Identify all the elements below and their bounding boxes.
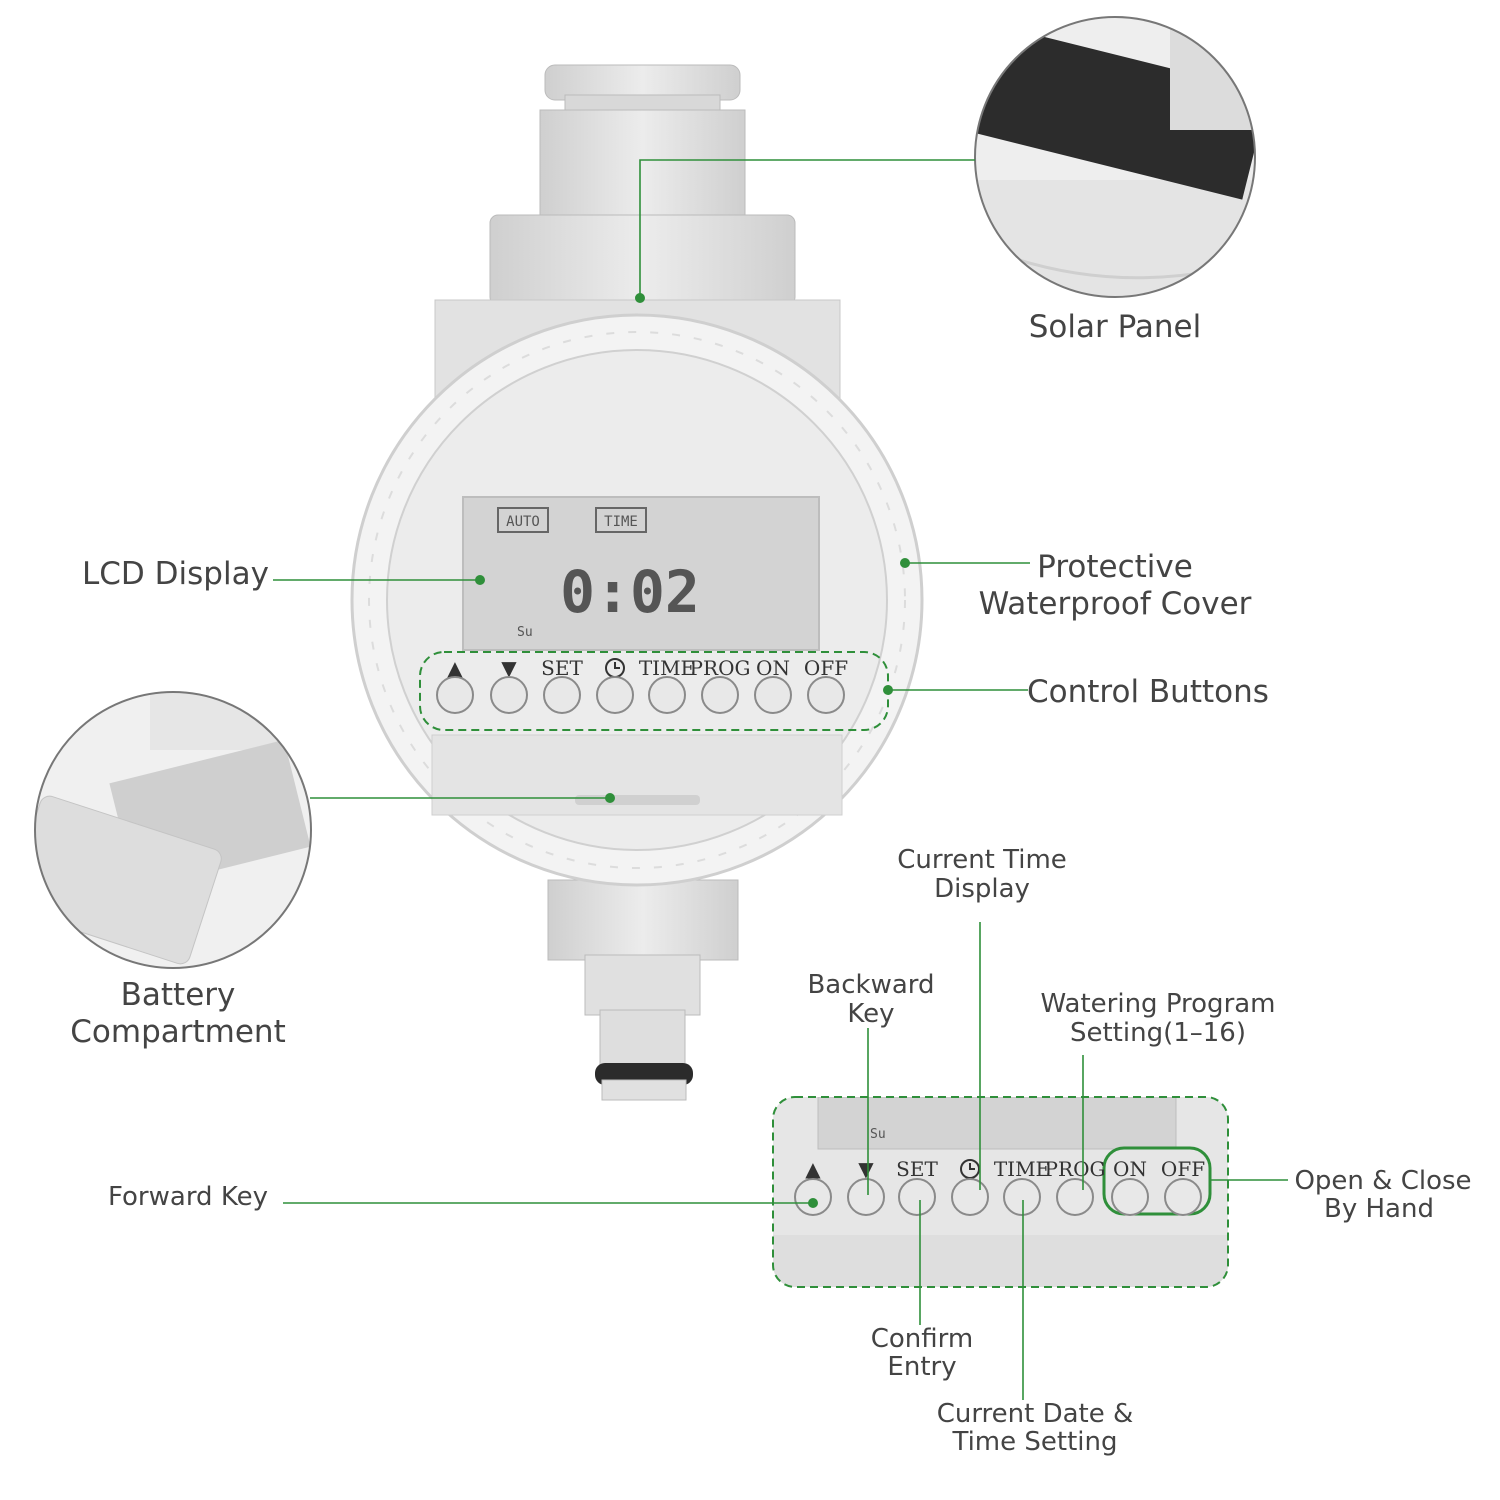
battery-inset: Battery Compartment: [34, 691, 312, 1050]
open-close-label-1: Open & Close: [1294, 1166, 1471, 1196]
callout-leaders: [273, 159, 1288, 1400]
battery-label-1: Battery: [121, 977, 236, 1013]
main-up-button[interactable]: [436, 676, 474, 714]
main-set-button[interactable]: [543, 676, 581, 714]
zoom-down-button[interactable]: [847, 1178, 885, 1216]
solar-panel-inset: Solar Panel: [974, 16, 1256, 345]
current-time-label-2: Display: [934, 874, 1030, 904]
zoom-time-label: TIME: [994, 1157, 1050, 1181]
zoom-set-label: SET: [896, 1157, 938, 1181]
confirm-entry-label-2: Entry: [887, 1352, 956, 1382]
date-time-setting-label-2: Time Setting: [952, 1427, 1118, 1457]
main-time-button[interactable]: [648, 676, 686, 714]
zoom-off-button[interactable]: [1164, 1178, 1202, 1216]
main-set-label: SET: [541, 656, 583, 680]
main-clock-button[interactable]: [596, 676, 634, 714]
open-close-label-2: By Hand: [1324, 1194, 1434, 1224]
forward-key-label: Forward Key: [108, 1182, 268, 1212]
on-off-highlight: [1102, 1146, 1212, 1216]
zoom-clock-button[interactable]: [951, 1178, 989, 1216]
zoom-time-button[interactable]: [1003, 1178, 1041, 1216]
main-up-label: ▲: [447, 656, 463, 680]
zoom-on-button[interactable]: [1111, 1178, 1149, 1216]
date-time-setting-label-1: Current Date &: [937, 1399, 1134, 1429]
main-prog-button[interactable]: [701, 676, 739, 714]
protective-cover-label-1: Protective: [1037, 549, 1193, 585]
zoom-prog-label: PROG: [1045, 1157, 1106, 1181]
inlet-collar: [489, 214, 796, 306]
outlet-nut: [547, 879, 739, 961]
watering-program-label-2: Setting(1–16): [1070, 1018, 1246, 1048]
battery-label-2: Compartment: [70, 1014, 285, 1050]
confirm-entry-label-1: Confirm: [871, 1324, 973, 1354]
lcd-time-readout: 0:02: [560, 558, 700, 626]
control-buttons-label: Control Buttons: [1027, 674, 1269, 710]
zoom-on-label: ON: [1113, 1157, 1147, 1181]
lcd-screen: [462, 496, 820, 651]
watering-program-label-1: Watering Program: [1040, 989, 1275, 1019]
callout-labels: LCD Display Protective Waterproof Cover …: [82, 549, 1472, 1457]
inlet-nut: [539, 109, 746, 221]
backward-key-label-2: Key: [847, 999, 894, 1029]
current-time-label-1: Current Time: [897, 845, 1067, 875]
lcd-time-indicator: TIME: [604, 514, 638, 530]
zoom-lcd-day: Su: [870, 1127, 886, 1142]
backward-key-label-1: Backward: [807, 970, 934, 1000]
zoom-prog-button[interactable]: [1056, 1178, 1094, 1216]
lcd-day: Su: [517, 625, 533, 640]
zoom-up-label: ▲: [805, 1157, 821, 1181]
lcd-auto-indicator: AUTO: [506, 514, 540, 530]
main-down-label: ▼: [501, 656, 517, 680]
main-off-label: OFF: [804, 656, 848, 680]
protective-cover-label-2: Waterproof Cover: [979, 586, 1252, 622]
main-down-button[interactable]: [490, 676, 528, 714]
solar-panel-label: Solar Panel: [1029, 309, 1201, 345]
solar-cells: [975, 20, 1255, 200]
main-on-button[interactable]: [754, 676, 792, 714]
zoom-up-button[interactable]: [794, 1178, 832, 1216]
lcd-display-label: LCD Display: [82, 556, 269, 592]
zoom-down-label: ▼: [858, 1157, 874, 1181]
zoom-set-button[interactable]: [898, 1178, 936, 1216]
zoom-off-label: OFF: [1161, 1157, 1205, 1181]
main-off-button[interactable]: [807, 676, 845, 714]
